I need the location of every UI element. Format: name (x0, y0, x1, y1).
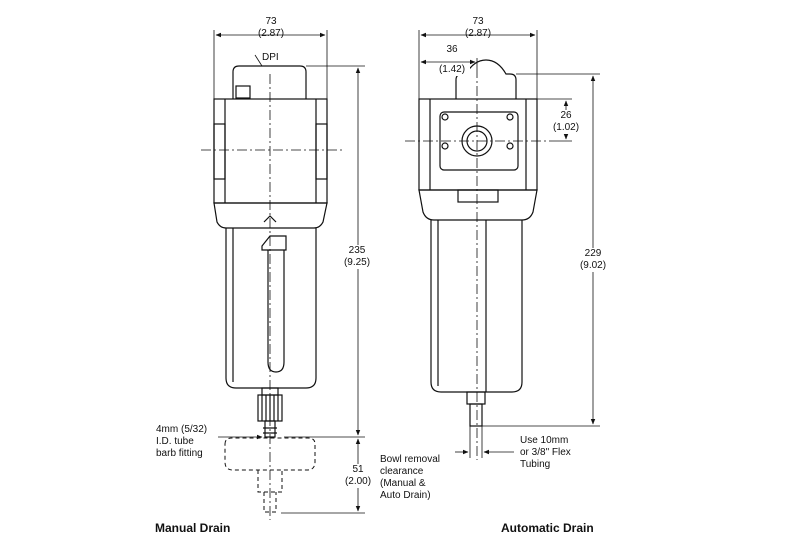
manual-drain-view (213, 65, 328, 438)
automatic-drain-view (418, 59, 538, 427)
manual-height-mm: 235 (334, 245, 380, 257)
auto-flange (418, 189, 538, 221)
manual-cap-tab (235, 85, 251, 99)
automatic-drain-title: Automatic Drain (501, 521, 594, 535)
auto-centerlines (405, 68, 552, 460)
auto-offset-in: (1.42) (434, 64, 470, 76)
auto-drain-stem (466, 391, 486, 405)
manual-height-in: (9.25) (334, 257, 380, 269)
manual-clearance-in: (2.00) (338, 476, 378, 488)
bowl-note-line: Bowl removal (380, 454, 441, 465)
tube-note-line: 4mm (5/32) (156, 424, 208, 435)
flex-note-line: Use 10mm (520, 435, 569, 446)
auto-port-mm: 26 (546, 110, 586, 122)
manual-clearance-outline (224, 437, 316, 513)
manual-bowl (225, 228, 317, 389)
flex-note-line: or 3/8" Flex (520, 447, 571, 458)
auto-width-in: (2.87) (464, 28, 492, 39)
bowl-note-line: Auto Drain) (380, 490, 431, 501)
auto-port-in: (1.02) (546, 122, 586, 134)
manual-centerlines (201, 74, 342, 520)
manual-drain-title: Manual Drain (155, 521, 231, 535)
auto-head (418, 98, 538, 191)
manual-sight-gauge (267, 250, 285, 373)
manual-top-cap (232, 65, 307, 99)
manual-width-mm: 73 (265, 16, 277, 27)
bowl-note-line: (Manual & (380, 478, 426, 489)
manual-flange (213, 202, 328, 229)
dpi-label: DPI (262, 52, 279, 63)
auto-height-mm: 229 (570, 248, 616, 260)
auto-height-in: (9.02) (570, 260, 616, 272)
auto-bowl (430, 220, 523, 393)
manual-head (213, 98, 328, 204)
auto-dimensions (418, 30, 600, 458)
tube-note-line: barb fitting (156, 448, 203, 459)
manual-right-port (315, 123, 328, 180)
bowl-note-line: clearance (380, 466, 424, 477)
manual-clearance-mm: 51 (338, 464, 378, 476)
manual-dimensions (213, 30, 365, 514)
auto-offset-mm: 36 (446, 44, 458, 55)
manual-left-port (213, 123, 226, 180)
auto-width-mm: 73 (472, 16, 484, 27)
manual-width-in: (2.87) (257, 28, 285, 39)
flex-note-line: Tubing (520, 459, 551, 470)
tube-note-line: I.D. tube (156, 436, 194, 447)
